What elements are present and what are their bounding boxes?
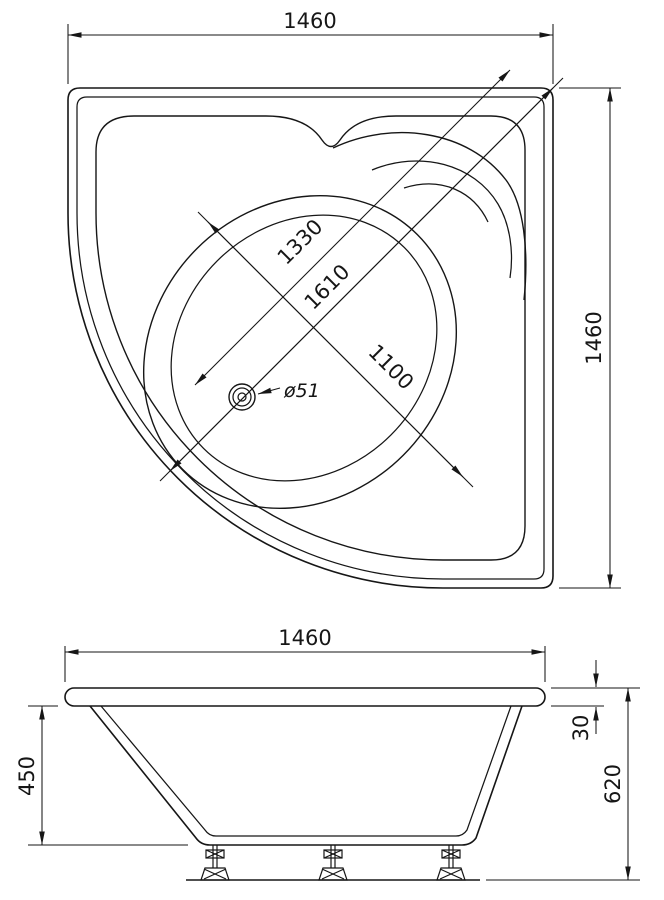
dim-overall-height-value: 1460 bbox=[582, 311, 606, 364]
tub-shell-outline bbox=[76, 96, 545, 580]
dim-overall-height-side: 620 bbox=[486, 687, 640, 881]
dim-side-width-value: 1460 bbox=[278, 626, 331, 650]
dimension-line bbox=[207, 221, 336, 350]
drain-ring bbox=[232, 387, 252, 407]
tub-outer-outline bbox=[67, 87, 554, 589]
dim-overall-width-value: 1460 bbox=[283, 9, 336, 33]
basin-outer-edge bbox=[142, 194, 458, 510]
dim-depth-value: 450 bbox=[15, 756, 39, 796]
dim-side-width: 1460 bbox=[64, 626, 546, 682]
side-body-inner bbox=[100, 705, 512, 837]
dim-diagonal-inner: 1330 bbox=[194, 69, 511, 386]
dim-basin-width: 1100 bbox=[197, 211, 474, 488]
headrest-pillow-arc bbox=[403, 183, 489, 223]
dimension-line bbox=[360, 87, 554, 281]
dimension-line bbox=[334, 348, 464, 478]
basin-floor-edge bbox=[170, 214, 438, 482]
dim-depth: 450 bbox=[15, 705, 188, 846]
headrest-outline bbox=[332, 132, 527, 301]
adjustable-foot bbox=[200, 844, 230, 881]
dim-rim-height-value: 30 bbox=[569, 715, 593, 742]
dimension-line bbox=[351, 69, 511, 229]
drain bbox=[228, 383, 256, 411]
dimension-line bbox=[194, 227, 353, 386]
top-view bbox=[67, 87, 554, 589]
drain-ring bbox=[228, 383, 256, 411]
dim-overall-height: 1460 bbox=[559, 87, 621, 589]
side-body-outer bbox=[89, 705, 523, 846]
drain-ring bbox=[237, 392, 247, 402]
side-view-dimensions: 1460 450 30 620 bbox=[15, 626, 640, 881]
adjustable-foot bbox=[318, 844, 348, 881]
headrest-pillow-arc bbox=[371, 160, 513, 279]
tub-rim-inner-outline bbox=[95, 115, 526, 561]
dim-rim-height: 30 bbox=[551, 660, 604, 741]
dim-overall-height-side-value: 620 bbox=[601, 764, 625, 804]
leader-line bbox=[257, 387, 281, 395]
side-view bbox=[64, 687, 546, 881]
dim-overall-width: 1460 bbox=[67, 9, 554, 84]
top-view-dimensions: 1460 1460 1330 1610 1100 bbox=[67, 9, 621, 589]
dimension-line bbox=[169, 279, 362, 472]
side-rim bbox=[64, 687, 546, 707]
dim-diagonal-overall: 1610 bbox=[159, 77, 564, 482]
drain-label-value: ø51 bbox=[283, 380, 320, 402]
dim-diagonal-overall-value: 1610 bbox=[300, 260, 355, 315]
adjustable-foot bbox=[436, 844, 466, 881]
drain-dimension: ø51 bbox=[257, 380, 320, 402]
